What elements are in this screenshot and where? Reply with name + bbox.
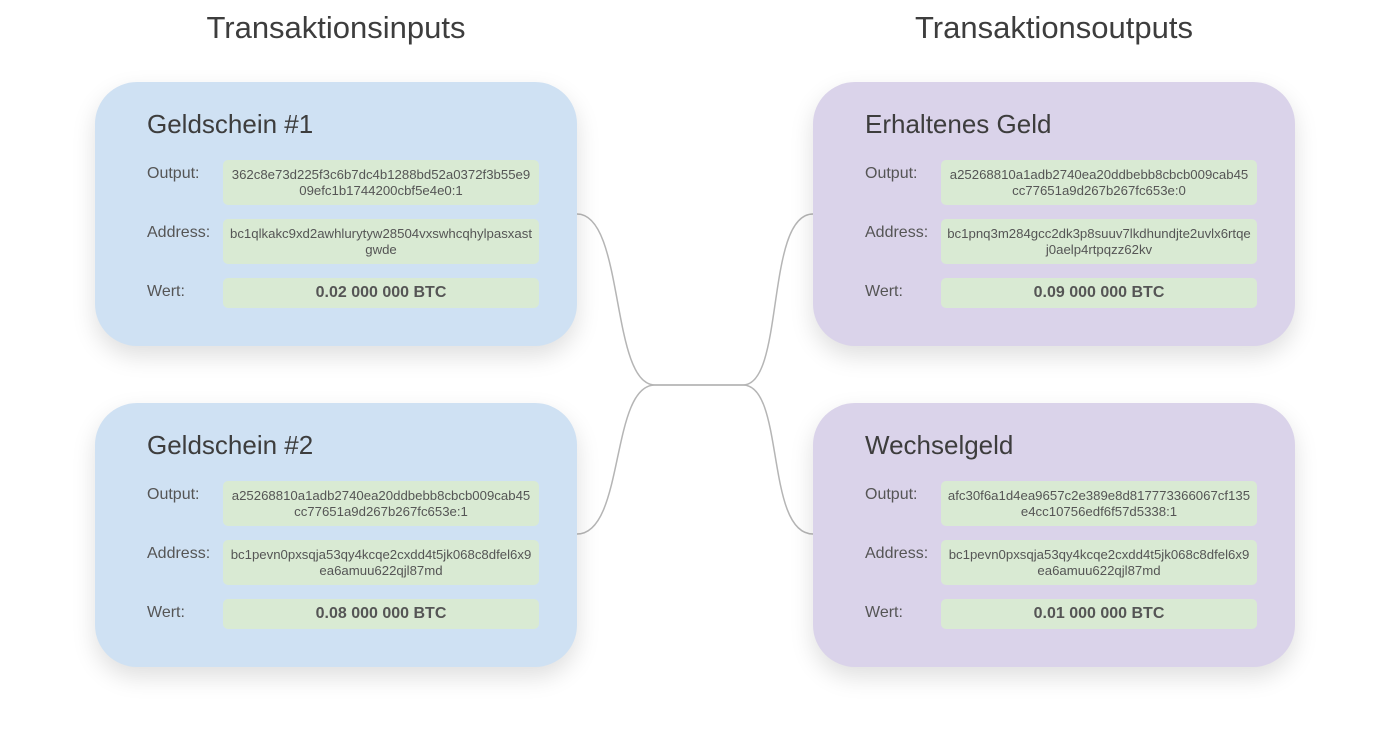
output-row: Output: a25268810a1adb2740ea20ddbebb8cbc… [865,160,1257,205]
card-title: Geldschein #1 [147,109,314,139]
value-label: Wert: [147,283,185,300]
card-title: Geldschein #2 [147,430,314,460]
card-title: Erhaltenes Geld [865,109,1052,139]
value-label: Wert: [865,283,903,300]
output-label: Output: [147,486,200,503]
connector-input-2 [576,384,700,535]
address-field: bc1qlkakc9xd2awhlurytyw28504vxswhcqhylpa… [223,219,539,264]
output-field: a25268810a1adb2740ea20ddbebb8cbcb009cab4… [941,160,1257,205]
inputs-heading: Transaktionsinputs [206,10,466,45]
address-row: Address: bc1pnq3m284gcc2dk3p8suuv7lkdhun… [865,219,1257,264]
connector-input-1 [576,213,700,386]
input-card: Geldschein #1 Output: 362c8e73d225f3c6b7… [95,82,577,346]
output-row: Output: 362c8e73d225f3c6b7dc4b1288bd52a0… [147,160,539,205]
output-label: Output: [865,165,918,182]
address-field: bc1pevn0pxsqja53qy4kcqe2cxdd4t5jk068c8df… [941,540,1257,585]
output-row: Output: afc30f6a1d4ea9657c2e389e8d817773… [865,481,1257,526]
value-field: 0.08 000 000 BTC [223,599,539,629]
address-field: bc1pevn0pxsqja53qy4kcqe2cxdd4t5jk068c8df… [223,540,539,585]
connector-output-1 [700,213,814,386]
input-card: Geldschein #2 Output: a25268810a1adb2740… [95,403,577,667]
card-title: Wechselgeld [865,430,1014,460]
output-field: 362c8e73d225f3c6b7dc4b1288bd52a0372f3b55… [223,160,539,205]
address-field: bc1pnq3m284gcc2dk3p8suuv7lkdhundjte2uvlx… [941,219,1257,264]
address-label: Address: [147,545,211,562]
address-row: Address: bc1qlkakc9xd2awhlurytyw28504vxs… [147,219,539,264]
address-label: Address: [865,545,929,562]
outputs-heading: Transaktionsoutputs [914,10,1193,45]
output-field: a25268810a1adb2740ea20ddbebb8cbcb009cab4… [223,481,539,526]
value-field: 0.01 000 000 BTC [941,599,1257,629]
value-label: Wert: [147,604,185,621]
output-card: Erhaltenes Geld Output: a25268810a1adb27… [813,82,1295,346]
connector-output-2 [700,384,814,535]
output-card: Wechselgeld Output: afc30f6a1d4ea9657c2e… [813,403,1295,667]
address-row: Address: bc1pevn0pxsqja53qy4kcqe2cxdd4t5… [865,540,1257,585]
address-label: Address: [147,224,211,241]
value-label: Wert: [865,604,903,621]
value-row: Wert: 0.02 000 000 BTC [147,278,539,308]
value-field: 0.02 000 000 BTC [223,278,539,308]
address-label: Address: [865,224,929,241]
output-row: Output: a25268810a1adb2740ea20ddbebb8cbc… [147,481,539,526]
address-row: Address: bc1pevn0pxsqja53qy4kcqe2cxdd4t5… [147,540,539,585]
value-row: Wert: 0.01 000 000 BTC [865,599,1257,629]
value-row: Wert: 0.08 000 000 BTC [147,599,539,629]
output-label: Output: [865,486,918,503]
output-label: Output: [147,165,200,182]
value-field: 0.09 000 000 BTC [941,278,1257,308]
value-row: Wert: 0.09 000 000 BTC [865,278,1257,308]
output-field: afc30f6a1d4ea9657c2e389e8d817773366067cf… [941,481,1257,526]
